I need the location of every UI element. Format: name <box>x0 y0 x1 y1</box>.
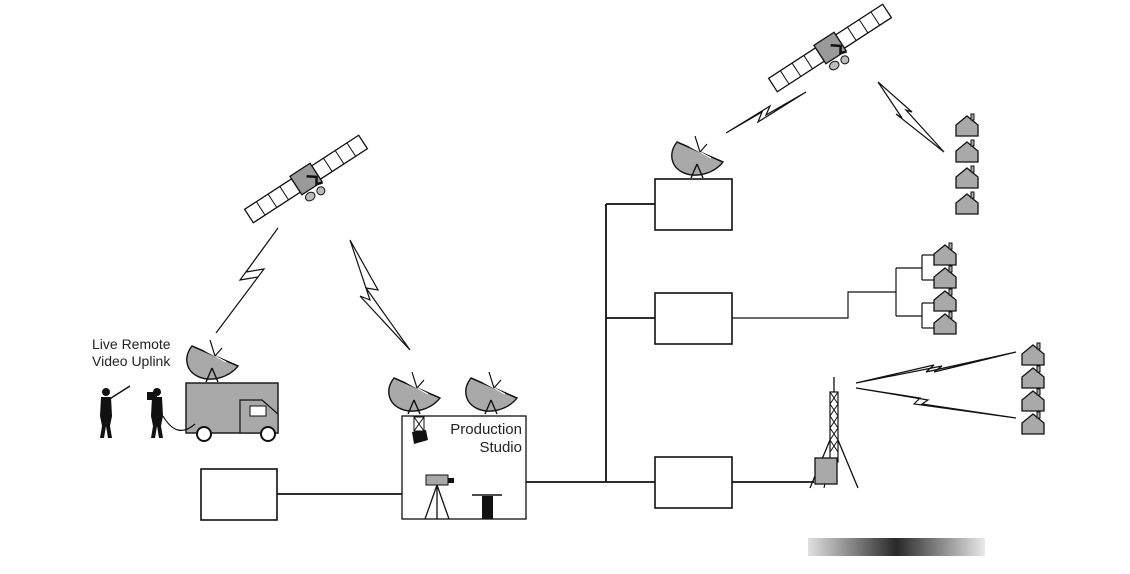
person-icon-cameraman <box>147 388 196 438</box>
uplink-signal-bolt <box>215 227 279 334</box>
truck-satellite-dish-icon <box>186 339 239 383</box>
house-group-terrestrial <box>1021 342 1045 435</box>
house-icon <box>955 139 979 163</box>
remote-uplink-label: Live Remote Video Uplink <box>92 336 171 370</box>
remote-uplink-label-line1: Live Remote <box>92 336 171 352</box>
studio-light-icon <box>412 416 428 444</box>
satellite-icon-right <box>765 0 901 105</box>
transmission-tower-icon <box>809 377 859 489</box>
satellite-headend-box <box>654 178 733 231</box>
house-icon <box>933 311 957 335</box>
satellite-home-downlink-bolt <box>877 81 945 153</box>
source-equipment-box <box>200 468 278 521</box>
house-icon <box>955 191 979 215</box>
tower-broadcast-bolt-up <box>855 351 1017 384</box>
house-icon <box>955 113 979 137</box>
satellite-icon-left <box>241 131 377 236</box>
studio-label: Production Studio <box>420 421 522 457</box>
headend-satellite-dish-icon <box>671 135 724 179</box>
scan-artifact-bar <box>808 538 985 556</box>
studio-satellite-dish-icon-left <box>388 371 441 415</box>
house-group-cable <box>933 242 957 335</box>
cable-distribution-tree <box>732 254 934 329</box>
distribution-bus <box>605 203 655 483</box>
tower-broadcast-bolt-down <box>855 387 1017 419</box>
house-icon <box>955 165 979 189</box>
house-icon <box>933 288 957 312</box>
earth-station-uplink-bolt <box>725 91 807 134</box>
cable-headend-box <box>654 292 733 345</box>
studio-desk-icon <box>472 494 502 519</box>
studio-label-line2: Studio <box>479 439 522 456</box>
studio-camera-icon <box>424 474 454 520</box>
studio-label-line1: Production <box>450 421 522 438</box>
remote-uplink-label-line2: Video Uplink <box>92 353 171 369</box>
terrestrial-transmitter-box <box>654 456 733 509</box>
house-icon <box>933 242 957 266</box>
house-icon <box>1021 388 1045 412</box>
studio-satellite-dish-icon-right <box>465 371 518 415</box>
broadcast-truck-icon <box>185 382 279 442</box>
person-icon-golfer <box>100 385 131 438</box>
house-group-satellite <box>955 113 979 215</box>
house-icon <box>1021 365 1045 389</box>
house-icon <box>1021 342 1045 366</box>
house-icon <box>933 265 957 289</box>
house-icon <box>1021 411 1045 435</box>
downlink-signal-bolt <box>349 239 411 351</box>
